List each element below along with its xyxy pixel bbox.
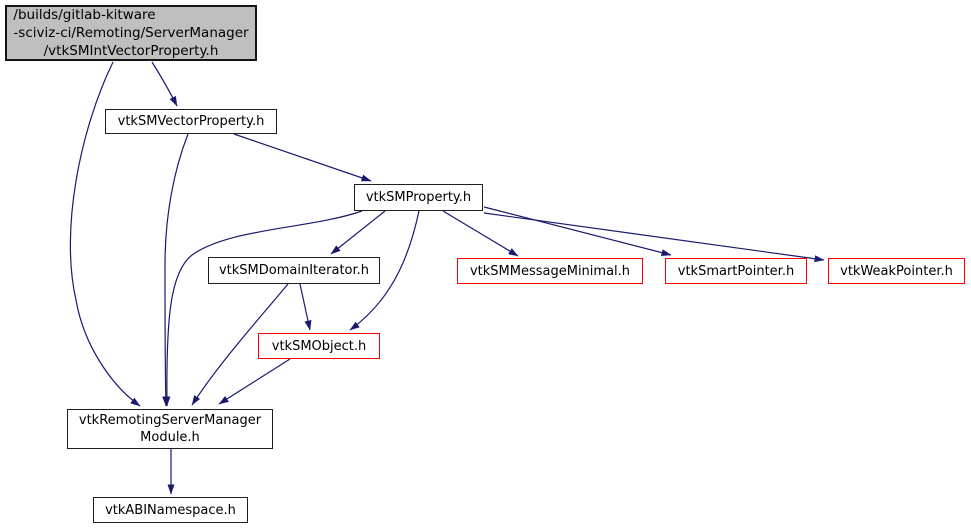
edge-smproperty-to-messageminimal — [442, 210, 519, 257]
edge-smobject-to-remotingmodule — [218, 358, 291, 405]
root-label-line-1: /builds/gitlab-kitware — [13, 7, 156, 23]
node-label: vtkABINamespace.h — [105, 502, 236, 518]
node-label: vtkSmartPointer.h — [677, 263, 795, 279]
node-vtksmvectorproperty[interactable]: vtkSMVectorProperty.h — [105, 109, 277, 134]
node-label: vtkSMObject.h — [271, 338, 367, 354]
node-label: vtkSMMessageMinimal.h — [469, 263, 631, 279]
root-node-label: /builds/gitlab-kitware -sciviz-ci/Remoti… — [13, 6, 248, 60]
edge-root-to-remotingmodule — [69, 61, 141, 407]
node-label: vtkRemotingServerManager Module.h — [79, 412, 261, 446]
node-vtkabinamespace[interactable]: vtkABINamespace.h — [93, 497, 248, 523]
edge-smproperty-to-remotingmodule — [163, 210, 363, 407]
edge-smproperty-to-weakpointer — [483, 212, 825, 263]
edge-root-to-vectorproperty — [151, 61, 178, 107]
edge-domainiterator-to-remotingmodule — [191, 283, 289, 406]
node-label: vtkSMVectorProperty.h — [117, 114, 265, 129]
node-label: vtkSMDomainIterator.h — [218, 263, 370, 278]
edge-smproperty-to-smartpointer — [483, 206, 672, 257]
root-label-line-2: -sciviz-ci/Remoting/ServerManager — [13, 25, 249, 41]
node-vtksmobject: vtkSMObject.h — [258, 333, 380, 359]
node-vtkremotingservermanagermodule[interactable]: vtkRemotingServerManager Module.h — [67, 409, 273, 449]
root-label-line-3: /vtkSMIntVectorProperty.h — [43, 43, 219, 59]
edge-vectorproperty-to-smproperty — [233, 133, 372, 182]
node-label: vtkWeakPointer.h — [840, 263, 953, 279]
node-vtksmmessageminimal: vtkSMMessageMinimal.h — [457, 258, 643, 284]
edge-smproperty-to-smobject — [349, 210, 420, 331]
edge-smproperty-to-domainiterator — [330, 210, 386, 255]
node-root-vtksmintvectorproperty: /builds/gitlab-kitware -sciviz-ci/Remoti… — [5, 5, 257, 61]
node-vtksmproperty[interactable]: vtkSMProperty.h — [354, 184, 483, 211]
module-label-line-1: vtkRemotingServerManager — [78, 413, 262, 428]
node-vtksmartpointer: vtkSmartPointer.h — [665, 258, 807, 284]
node-vtkweakpointer: vtkWeakPointer.h — [828, 258, 965, 284]
edge-vectorproperty-to-remotingmodule — [162, 133, 189, 407]
node-vtksmdomainiterator[interactable]: vtkSMDomainIterator.h — [208, 257, 380, 284]
node-label: vtkSMProperty.h — [365, 190, 472, 205]
edge-domainiterator-to-smobject — [299, 283, 312, 331]
module-label-line-2: Module.h — [140, 430, 200, 445]
